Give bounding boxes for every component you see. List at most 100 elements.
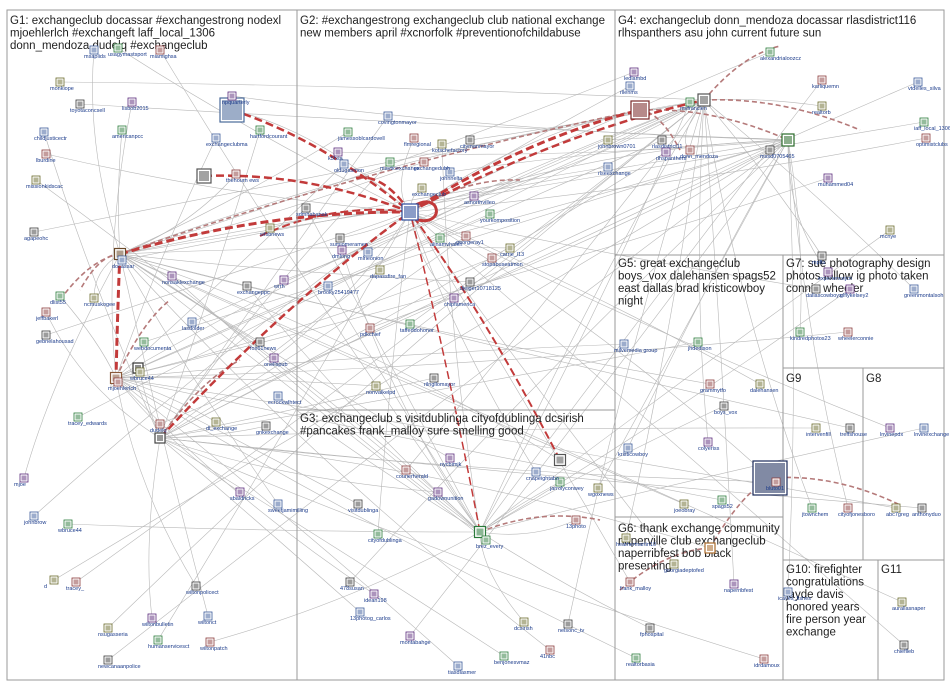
edge-strong — [119, 109, 641, 255]
node-label: mssd0705465 — [760, 154, 795, 160]
node-glyph-fill — [91, 47, 97, 53]
node-glyph-fill — [411, 135, 417, 141]
node-glyph-fill — [244, 283, 250, 289]
node-glyph-fill — [825, 175, 831, 181]
node-glyph-fill — [75, 414, 81, 420]
edge — [479, 519, 577, 535]
edge-strong — [703, 98, 861, 131]
edge — [409, 139, 789, 213]
node-label: johnbrow — [23, 520, 46, 526]
node-glyph-fill — [341, 161, 347, 167]
node-glyph-fill — [387, 159, 393, 165]
edge-heavy — [409, 211, 481, 533]
node-label: jhdedison — [687, 346, 712, 352]
node-glyph-fill — [721, 403, 727, 409]
edge — [703, 99, 813, 509]
node-glyph-fill — [659, 137, 665, 143]
node-label: taffeddohonor — [400, 328, 434, 334]
edge — [159, 437, 505, 657]
node-glyph-fill — [887, 227, 893, 233]
node-label: brooky25419477 — [318, 290, 359, 296]
edge — [119, 253, 561, 461]
edge — [597, 139, 789, 489]
edge — [269, 211, 411, 229]
node-rlasdistrict116-fill — [633, 103, 647, 117]
node-glyph-fill — [451, 295, 457, 301]
edge — [115, 377, 637, 659]
node-label: mpflu — [812, 260, 825, 266]
node-glyph-fill — [435, 489, 441, 495]
node-label: rlseexchange — [598, 171, 631, 177]
group-box-g8 — [862, 367, 945, 561]
node-glyph-fill — [257, 339, 263, 345]
node-glyph-fill — [533, 469, 539, 475]
node-label: wfsbnews — [259, 232, 284, 238]
edge — [45, 211, 411, 336]
node-glyph-fill — [31, 229, 37, 235]
edge — [367, 99, 705, 253]
node-glyph-fill — [731, 581, 737, 587]
node-iaff_local_1306-fill — [784, 136, 792, 144]
node-glyph-fill — [761, 656, 767, 662]
node-glyph-fill — [671, 561, 677, 567]
node-label: gnkexchange — [256, 430, 289, 436]
group-title-line: G3: exchangeclub s visitdublinga cityofd… — [300, 413, 584, 425]
group-titles: G1: exchangeclub docassar #exchangestron… — [10, 15, 931, 639]
node-glyph-fill — [773, 479, 779, 485]
edge — [115, 343, 625, 379]
group-title-g9: G9 — [786, 373, 801, 385]
edge — [479, 405, 725, 533]
node-label: jamessoblcardovell — [337, 136, 385, 142]
group-box-g11 — [877, 559, 945, 681]
node-glyph-fill — [115, 45, 121, 51]
node-wbradio-fill — [199, 171, 209, 181]
node-label: 13photo — [566, 524, 586, 530]
edge — [283, 99, 705, 281]
node-label: stopabuseatmon — [482, 262, 523, 268]
node-label: visitdublinga — [348, 508, 379, 514]
edge — [246, 285, 481, 533]
node-glyph-fill — [437, 235, 443, 241]
node-glyph-fill — [115, 379, 121, 385]
edge — [119, 253, 209, 617]
edge — [159, 437, 711, 549]
node-label: hartfordcourant — [250, 134, 288, 140]
edge — [327, 285, 481, 533]
node-label: chieflleb — [894, 649, 914, 655]
edge — [143, 139, 789, 343]
node-glyph-fill — [847, 286, 853, 292]
edge-strong — [479, 515, 601, 533]
node-glyph-fill — [923, 135, 929, 141]
node-glyph-fill — [899, 599, 905, 605]
node-label: dalehansen — [750, 388, 778, 394]
node-label: jtownchem — [801, 512, 829, 518]
node-glyph-fill — [431, 375, 437, 381]
node-glyph-fill — [901, 642, 907, 648]
node-label: courierherald — [396, 474, 428, 480]
node-label: wgoxnews — [587, 492, 614, 498]
edge — [209, 531, 481, 643]
edge-heavy — [231, 108, 411, 213]
node-label: ncmuskogee — [84, 302, 115, 308]
group-title-line: G4: exchangeclub donn_mendoza docassar r… — [618, 15, 916, 27]
edge-heavy — [119, 210, 411, 256]
edge — [33, 211, 411, 517]
edge — [273, 211, 411, 359]
edge — [119, 166, 609, 255]
group-title-line: G5: great exchangeclub — [618, 258, 740, 270]
node-glyph-fill — [73, 579, 79, 585]
edge — [377, 211, 411, 535]
edge — [337, 139, 789, 155]
node-label: lnvinexchange — [914, 432, 949, 438]
edge-strong — [409, 179, 521, 213]
node-label: mjoehlerlch — [108, 386, 136, 392]
node-label: jeffbakerl — [35, 316, 58, 322]
node-glyph-fill — [757, 381, 763, 387]
node-glyph-fill — [407, 633, 413, 639]
group-title-line: congratulations — [786, 577, 864, 589]
node-glyph-fill — [357, 609, 363, 615]
node-label: kotschefactory — [432, 148, 468, 154]
node-label: lnvinepdx — [880, 432, 903, 438]
